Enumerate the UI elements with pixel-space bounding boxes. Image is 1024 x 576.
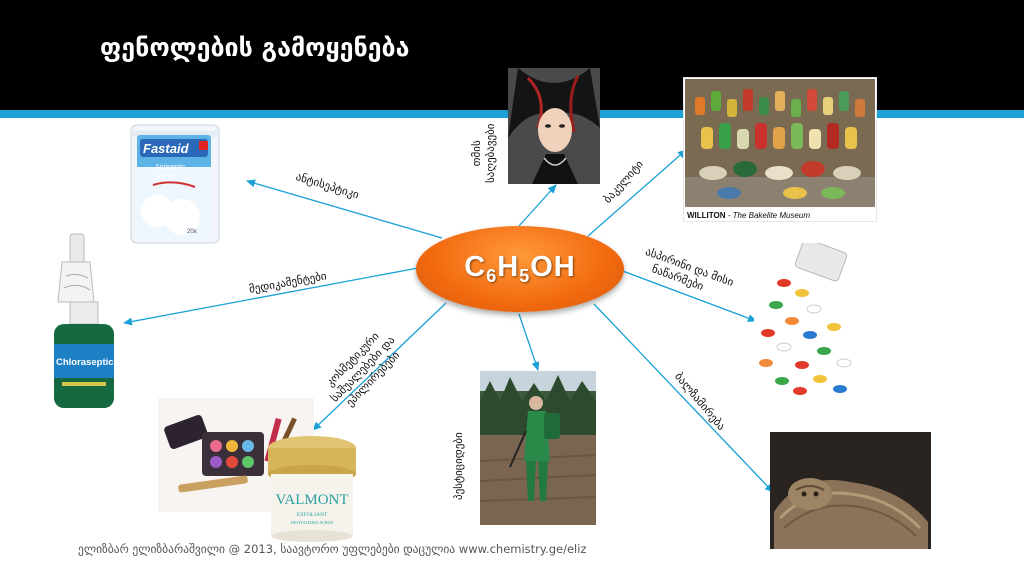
valmont-jar-image: VALMONT EXFOLIANT REVITALIZING SCRUB xyxy=(266,434,358,542)
antiseptic-wipes-image: Fastaid Antiseptic Wipes 20x xyxy=(127,121,223,247)
fastaid-count: 20x xyxy=(187,229,197,235)
phenol-formula-ellipse: C6H5OH xyxy=(416,226,624,312)
phenol-formula: C6H5OH xyxy=(464,251,576,286)
fastaid-sub1: Antiseptic xyxy=(155,164,186,171)
arrow-cosmetics xyxy=(312,302,447,431)
fastaid-sub2: Wipes xyxy=(155,173,175,180)
valmont-brand: VALMONT xyxy=(275,492,348,508)
fastaid-brand: Fastaid xyxy=(143,141,190,156)
valmont-sub2: REVITALIZING SCRUB xyxy=(291,520,333,525)
slide-title: ფენოლების გამოყენება xyxy=(100,33,410,62)
chloraseptic-spray-image: Chloraseptic xyxy=(48,232,120,410)
pesticide-sprayer-image xyxy=(480,371,596,525)
arrow-hair-dye xyxy=(518,184,557,227)
label-pesticides: პესტიციდები xyxy=(452,432,465,500)
pills-image xyxy=(754,243,860,400)
embalming-mummy-image xyxy=(770,432,931,549)
chloraseptic-label: Chloraseptic xyxy=(56,357,114,368)
arrow-medicine xyxy=(123,267,419,326)
williton-caption: WILLITON - The Bakelite Museum xyxy=(687,211,810,220)
arrow-bakelite xyxy=(587,149,687,237)
bakelite-museum-image: WILLITON - The Bakelite Museum xyxy=(683,77,877,222)
arrow-antiseptic xyxy=(246,179,443,239)
footer-credit: ელიზბარ ელიზბარაშვილი @ 2013, საავტორო უ… xyxy=(78,542,587,556)
arrow-embalming xyxy=(593,303,774,493)
label-hair-dye: თმის საღებავები xyxy=(470,123,497,183)
arrow-pesticides xyxy=(518,313,540,371)
valmont-sub1: EXFOLIANT xyxy=(297,512,328,518)
hair-dye-woman-image xyxy=(508,68,600,184)
arrow-aspirin xyxy=(619,269,757,322)
